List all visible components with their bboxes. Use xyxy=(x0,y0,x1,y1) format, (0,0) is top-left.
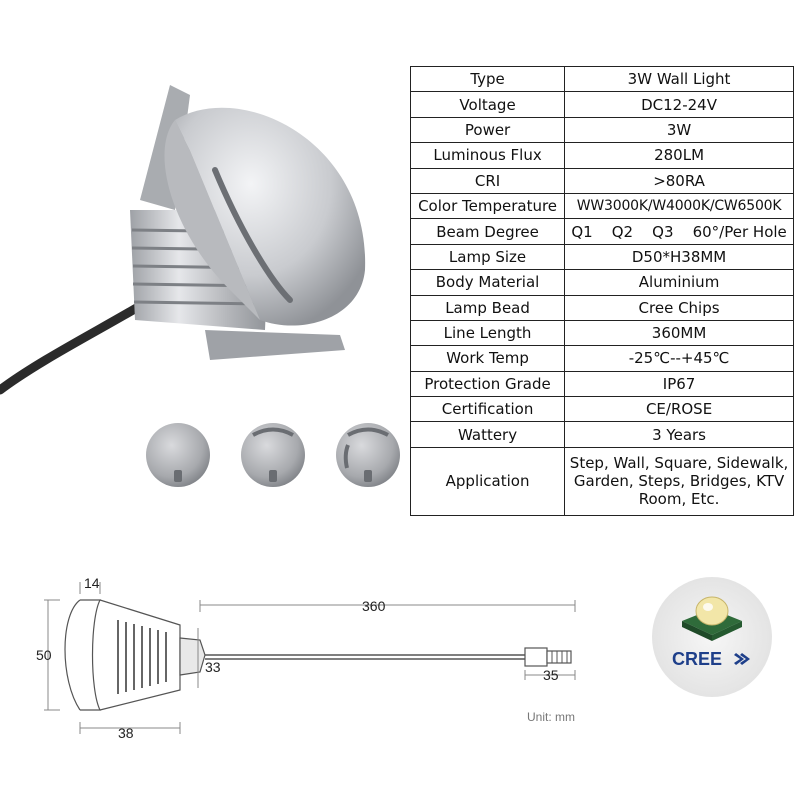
variant-q3 xyxy=(336,423,400,487)
spec-value: 3W Wall Light xyxy=(564,65,794,93)
dimension-drawing: 14 50 33 38 360 35 Unit: mm xyxy=(36,575,576,741)
spec-value: DC12-24V xyxy=(564,91,794,118)
spec-value: Step, Wall, Square, Sidewalk, Garden, St… xyxy=(564,446,794,516)
spec-value: >80RA xyxy=(564,167,794,194)
dim-top-label: 14 xyxy=(84,575,100,591)
spec-label: Luminous Flux xyxy=(409,142,566,169)
spec-label: Certification xyxy=(409,396,566,423)
spec-value: D50*H38MM xyxy=(564,243,794,271)
spec-value: 360MM xyxy=(564,319,794,347)
spec-label: Type xyxy=(409,65,566,93)
spec-value: 3 Years xyxy=(564,421,794,448)
dim-connector-label: 35 xyxy=(543,667,559,683)
beam-variants xyxy=(146,423,400,487)
spec-label: Beam Degree xyxy=(409,218,566,245)
spec-label: Wattery xyxy=(409,421,566,448)
spec-label: Color Temperature xyxy=(409,192,566,220)
dim-cable-label: 360 xyxy=(362,598,386,614)
dim-body-label: 33 xyxy=(205,659,221,675)
spec-value: WW3000K/W4000K/CW6500K xyxy=(564,192,794,220)
cree-chevron-icon xyxy=(734,653,750,665)
variant-q2 xyxy=(241,423,305,487)
spec-value: 3W xyxy=(564,116,794,144)
spec-label: Lamp Bead xyxy=(409,294,566,321)
spec-label: Lamp Size xyxy=(409,243,566,271)
spec-label: Line Length xyxy=(409,319,566,347)
spec-value: -25℃--+45℃ xyxy=(564,345,794,372)
unit-label: Unit: mm xyxy=(527,710,575,724)
spec-label: CRI xyxy=(409,167,566,194)
variant-q1 xyxy=(146,423,210,487)
cree-logo-text: CREE xyxy=(672,649,722,669)
spec-value: Aluminium xyxy=(564,269,794,296)
spec-label: Power xyxy=(409,116,566,144)
spec-label: Application xyxy=(409,446,566,516)
cree-logo-badge: CREE xyxy=(652,577,772,697)
dim-height-label: 50 xyxy=(36,647,52,663)
spec-row-work-temp: Work Temp-25℃--+45℃ xyxy=(409,345,794,372)
spec-label: Voltage xyxy=(409,91,566,118)
spec-value: 280LM xyxy=(564,142,794,169)
spec-value: IP67 xyxy=(564,370,794,398)
spec-label: Body Material xyxy=(409,269,566,296)
spec-row-cri: CRI>80RA xyxy=(409,167,794,194)
spec-label: Protection Grade xyxy=(409,370,566,398)
spec-value: Cree Chips xyxy=(564,294,794,321)
dim-width-label: 38 xyxy=(118,725,134,741)
product-photo xyxy=(0,85,366,395)
spec-label: Work Temp xyxy=(409,345,566,372)
spec-value: CE/ROSE xyxy=(564,396,794,423)
spec-value: Q1 Q2 Q3 60°/Per Hole xyxy=(564,218,794,245)
